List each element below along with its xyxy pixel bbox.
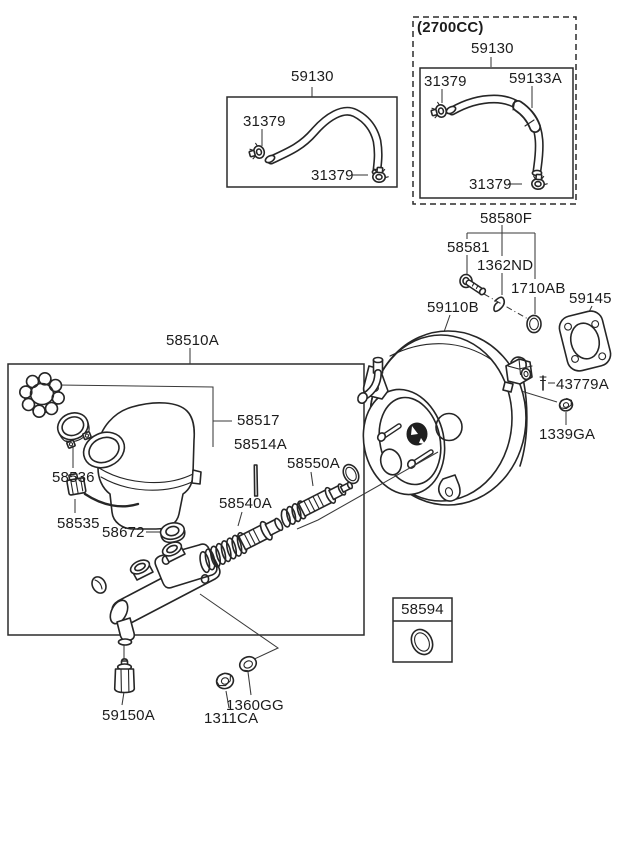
washer-1360GG-drawing	[238, 655, 258, 673]
pin-58514A-drawing	[253, 464, 259, 497]
part-label-1362ND: 1362ND	[477, 257, 534, 274]
part-label-58517: 58517	[237, 412, 280, 429]
master-cylinder-drawing	[91, 541, 221, 646]
part-label-1311CA: 1311CA	[204, 710, 259, 727]
part-label-58540A: 58540A	[219, 495, 272, 512]
grommet-58672-drawing	[159, 522, 186, 544]
oring-1710AB-drawing	[526, 314, 542, 334]
part-label-58594: 58594	[401, 601, 444, 618]
pin-43779A-drawing	[539, 375, 547, 391]
part-label-59150A: 59150A	[102, 707, 155, 724]
assembly-leader-line	[296, 451, 439, 530]
part-label-58510A: 58510A	[166, 332, 219, 349]
part-label-43779A: 43779A	[556, 376, 609, 393]
part-label-59130-main: 59130	[291, 68, 334, 85]
part-label-1710AB: 1710AB	[511, 280, 566, 297]
part-label-59145: 59145	[569, 290, 612, 307]
part-label-58672: 58672	[102, 524, 145, 541]
reservoir-drawing	[66, 402, 202, 530]
part-label-58536: 58536	[52, 469, 95, 486]
part-label-58581: 58581	[447, 239, 490, 256]
part-label-1339GA: 1339GA	[539, 426, 596, 443]
nut-1311CA-drawing	[215, 672, 235, 690]
fitting-59150A-drawing	[113, 658, 136, 694]
hose-2700-drawing	[428, 94, 549, 191]
bolt-58581-drawing	[459, 273, 487, 296]
gasket-59145-drawing	[558, 310, 612, 372]
part-label-58514A: 58514A	[234, 436, 287, 453]
nut-1339GA-drawing	[558, 397, 574, 412]
part-label-31379-2700-bottom: 31379	[469, 176, 512, 193]
cap-seal-58536-drawing	[56, 412, 92, 449]
part-label-58580F: 58580F	[480, 210, 533, 227]
oring-58594-drawing	[410, 628, 434, 656]
part-label-59133A: 59133A	[509, 70, 562, 87]
part-label-58535: 58535	[57, 515, 100, 532]
clip-1362ND-drawing	[493, 296, 506, 313]
piston-primary-drawing	[199, 517, 284, 574]
part-label-31379-main-bottom: 31379	[311, 167, 354, 184]
hose-main-drawing	[246, 106, 390, 184]
part-label-59130-2700: 59130	[471, 40, 514, 57]
oring-loose-drawing	[342, 463, 360, 485]
part-label-31379-main-left: 31379	[243, 113, 286, 130]
part-label-58550A: 58550A	[287, 455, 340, 472]
part-label-31379-2700-left: 31379	[424, 73, 467, 90]
part-label-1360GG: 1360GG	[226, 697, 284, 714]
frame-boxes	[7, 16, 577, 663]
variant-note-label: (2700CC)	[417, 19, 484, 36]
part-label-59110B: 59110B	[427, 299, 479, 316]
reservoir-cap-drawing	[18, 371, 66, 419]
piston-secondary-drawing	[280, 481, 354, 528]
booster-drawing	[357, 330, 533, 506]
